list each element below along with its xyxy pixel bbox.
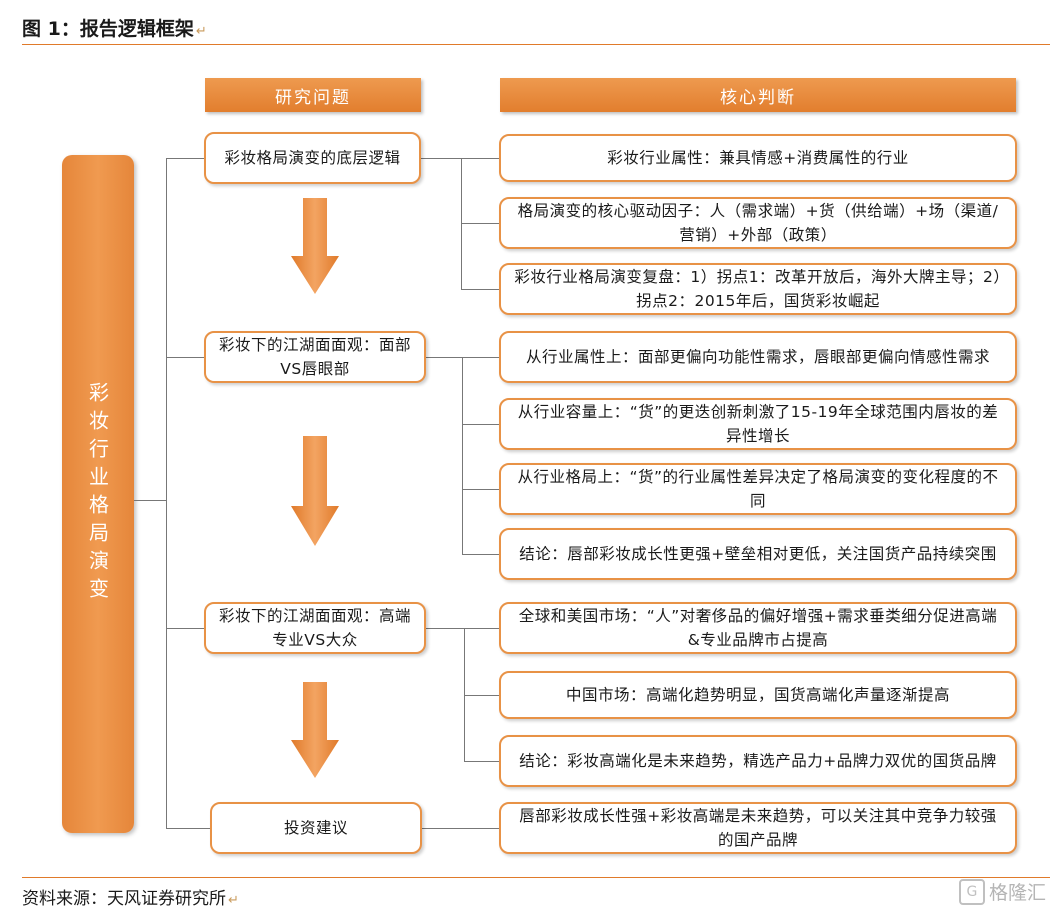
watermark-logo-icon: G	[958, 878, 985, 905]
main-topic-label: 彩妆行业格局演变	[85, 382, 110, 606]
judgment-china-market: 中国市场：高端化趋势明显，国货高端化声量逐渐提高	[499, 671, 1017, 719]
figure-title: 图 1：报告逻辑框架↵	[22, 14, 207, 41]
judgment-text: 中国市场：高端化趋势明显，国货高端化声量逐渐提高	[565, 686, 950, 704]
judgment-text: 结论：唇部彩妆成长性更强+壁垒相对更低，关注国货产品持续突围	[519, 545, 997, 563]
judgment-text: 结论：彩妆高端化是未来趋势，精选产品力+品牌力双优的国货品牌	[519, 752, 997, 770]
question-text: 彩妆下的江湖面面观：面部VS唇眼部	[218, 336, 411, 378]
return-mark: ↵	[228, 893, 239, 908]
judgment-text: 彩妆行业格局演变复盘：1）拐点1：改革开放后，海外大牌主导；2）拐点2：2015…	[514, 268, 1002, 310]
source-text: 资料来源：天风证券研究所	[22, 889, 226, 909]
header-research-questions: 研究问题	[205, 78, 421, 112]
judgment-text: 唇部彩妆成长性强+彩妆高端是未来趋势，可以关注其中竞争力较强的国产品牌	[519, 807, 997, 849]
judgment-text: 全球和美国市场：“人”对奢侈品的偏好增强+需求垂类细分促进高端&专业品牌市占提高	[518, 607, 998, 649]
judgment-driving-factors: 格局演变的核心驱动因子：人（需求端）+货（供给端）+场（渠道/营销）+外部（政策…	[499, 197, 1017, 249]
down-arrow-icon	[291, 436, 339, 546]
judgment-investment: 唇部彩妆成长性强+彩妆高端是未来趋势，可以关注其中竞争力较强的国产品牌	[499, 802, 1017, 854]
question-text: 彩妆格局演变的底层逻辑	[224, 149, 401, 167]
top-divider	[22, 44, 1050, 45]
question-text: 投资建议	[283, 819, 348, 837]
judgment-text: 从行业格局上：“货”的行业属性差异决定了格局演变的变化程度的不同	[517, 468, 999, 510]
watermark: G 格隆汇	[958, 878, 1046, 905]
judgment-text: 彩妆行业属性：兼具情感+消费属性的行业	[607, 149, 909, 167]
question-underlying-logic: 彩妆格局演变的底层逻辑	[204, 132, 421, 184]
judgment-text: 从行业容量上：“货”的更迭创新刺激了15-19年全球范围内唇妆的差异性增长	[517, 403, 999, 445]
source-note: 资料来源：天风证券研究所↵	[22, 884, 239, 909]
figure-title-text: 图 1：报告逻辑框架	[22, 18, 194, 40]
question-face-vs-lip-eye: 彩妆下的江湖面面观：面部VS唇眼部	[204, 331, 426, 383]
judgment-conclusion-premium: 结论：彩妆高端化是未来趋势，精选产品力+品牌力双优的国货品牌	[499, 735, 1017, 787]
judgment-conclusion-lip: 结论：唇部彩妆成长性更强+壁垒相对更低，关注国货产品持续突围	[499, 528, 1017, 580]
question-text: 彩妆下的江湖面面观：高端专业VS大众	[218, 607, 411, 649]
judgment-history-review: 彩妆行业格局演变复盘：1）拐点1：改革开放后，海外大牌主导；2）拐点2：2015…	[499, 263, 1017, 315]
watermark-text: 格隆汇	[988, 882, 1046, 904]
judgment-attribute-face-lip: 从行业属性上：面部更偏向功能性需求，唇眼部更偏向情感性需求	[499, 331, 1017, 383]
header-core-judgments: 核心判断	[500, 78, 1016, 112]
bottom-divider	[22, 877, 1050, 878]
judgment-industry-attribute: 彩妆行业属性：兼具情感+消费属性的行业	[499, 134, 1017, 182]
down-arrow-icon	[291, 682, 339, 778]
question-investment-advice: 投资建议	[210, 802, 422, 854]
question-premium-vs-mass: 彩妆下的江湖面面观：高端专业VS大众	[204, 602, 426, 654]
judgment-text: 从行业属性上：面部更偏向功能性需求，唇眼部更偏向情感性需求	[525, 348, 990, 366]
main-topic-bar: 彩妆行业格局演变	[62, 155, 134, 833]
judgment-global-us-market: 全球和美国市场：“人”对奢侈品的偏好增强+需求垂类细分促进高端&专业品牌市占提高	[499, 602, 1017, 654]
judgment-industry-capacity: 从行业容量上：“货”的更迭创新刺激了15-19年全球范围内唇妆的差异性增长	[499, 398, 1017, 450]
down-arrow-icon	[291, 198, 339, 294]
judgment-industry-structure: 从行业格局上：“货”的行业属性差异决定了格局演变的变化程度的不同	[499, 463, 1017, 515]
return-mark: ↵	[195, 24, 207, 39]
judgment-text: 格局演变的核心驱动因子：人（需求端）+货（供给端）+场（渠道/营销）+外部（政策…	[517, 202, 999, 244]
